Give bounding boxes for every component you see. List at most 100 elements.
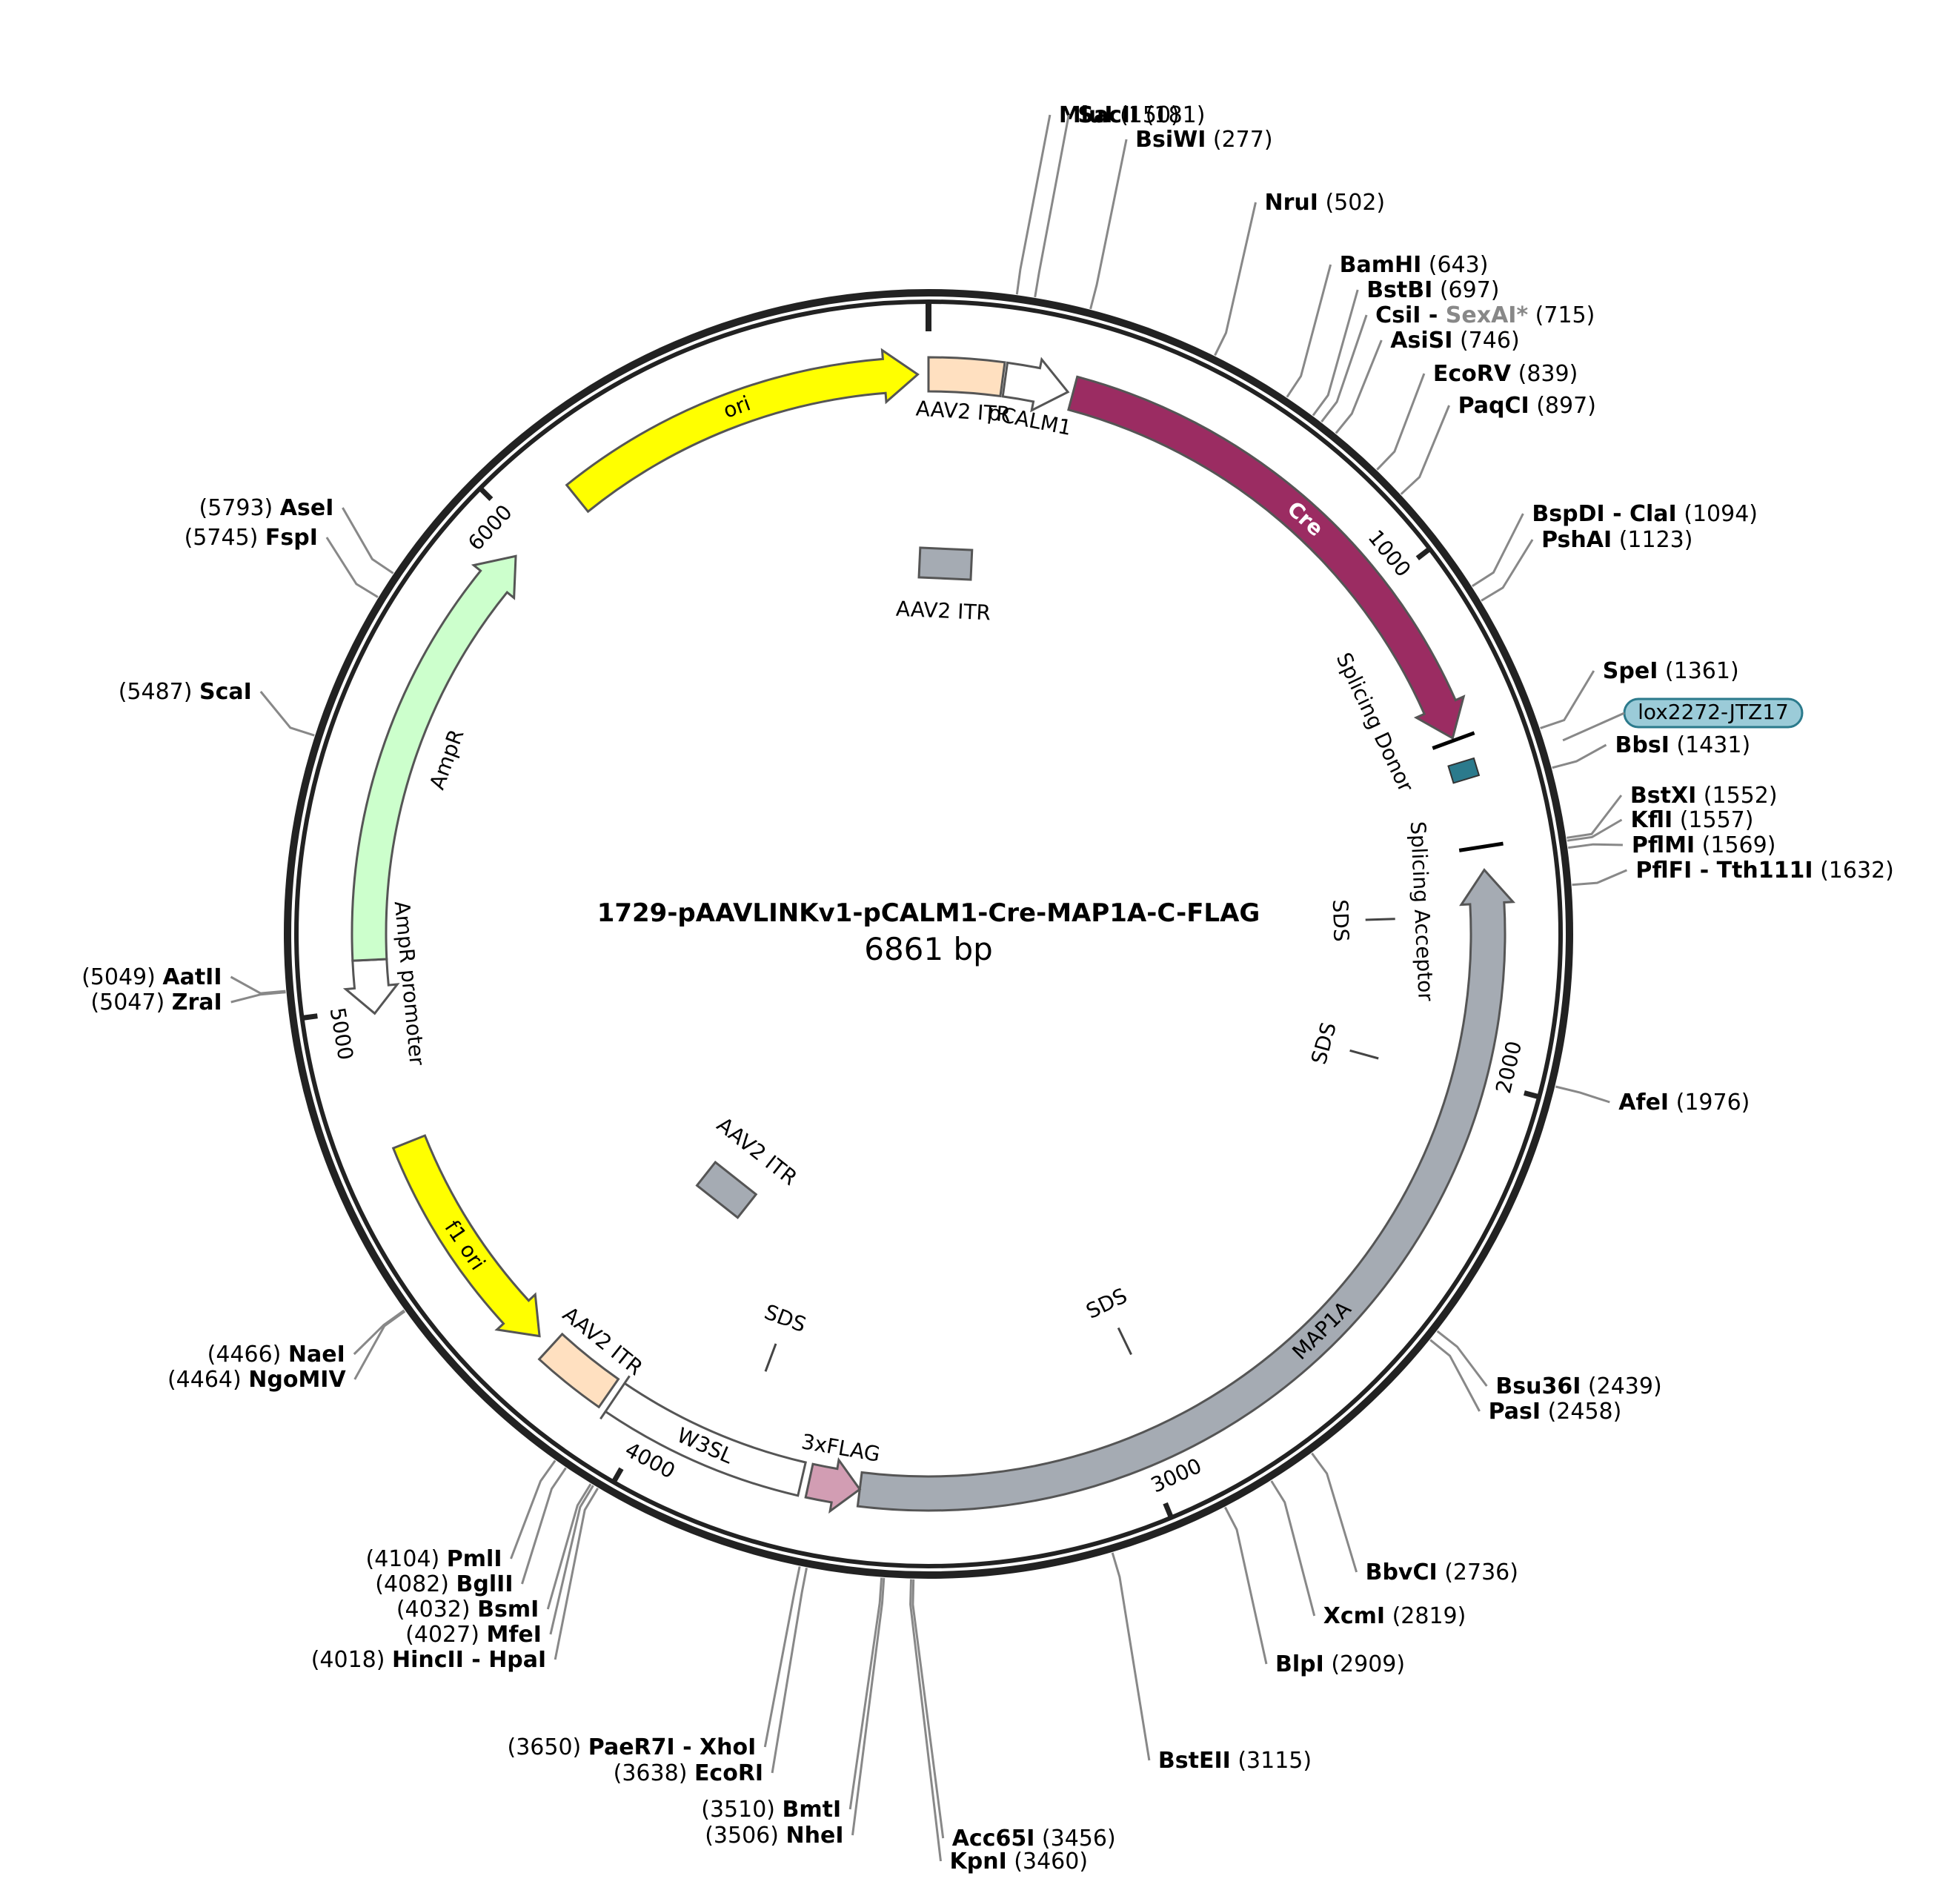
tick-label-5000: 5000: [325, 1006, 359, 1062]
site-leader-right-20: [1429, 1339, 1481, 1412]
site-label-right-1: SacII (181): [1077, 102, 1205, 128]
site-coord: (3460): [1007, 1849, 1088, 1875]
feature-w3sl: [599, 1375, 808, 1497]
site-coord: (4104): [366, 1546, 447, 1572]
site-coord: (839): [1511, 361, 1578, 387]
site-label-right-20: PasI (2458): [1489, 1399, 1622, 1425]
site-name: KpnI: [950, 1849, 1007, 1875]
site-leader-right-9: [1400, 405, 1450, 495]
feature-pcalm1: [1001, 357, 1070, 413]
site-coord: (4027): [405, 1622, 486, 1648]
plasmid-name: 1729-pAAVLINKv1-pCALM1-Cre-MAP1A-C-FLAG: [597, 898, 1260, 928]
site-name: AfeI: [1618, 1090, 1669, 1116]
site-leader-left-13: [259, 691, 315, 737]
backbone-circle: [284, 289, 1573, 1579]
feature-flag: [804, 1456, 862, 1514]
site-name: NgoMIV: [248, 1367, 346, 1393]
site-name: BbsI: [1615, 732, 1670, 758]
site-leader-right-24: [1111, 1552, 1151, 1761]
site-label-right-25: Acc65I (3456): [952, 1826, 1116, 1852]
site-label-left-9: (4464) NgoMIV: [167, 1367, 347, 1393]
site-leader-left-6: [546, 1483, 592, 1610]
site-coord: (502): [1318, 190, 1385, 216]
site-name: SacII: [1077, 102, 1138, 128]
site-coord: (181): [1138, 102, 1205, 128]
plasmid-length: 6861 bp: [864, 931, 993, 967]
splice-mark-0: [1432, 731, 1475, 750]
site-label-left-8: (4104) PmlI: [366, 1546, 502, 1572]
site-name: ScaI: [199, 679, 252, 705]
site-coord: (1557): [1672, 807, 1753, 833]
tick-label-6000: 6000: [463, 500, 517, 556]
backbone-outer: [284, 289, 1573, 1579]
site-alt-name: SexAI*: [1446, 302, 1529, 328]
site-label-right-4: BamHI (643): [1340, 252, 1489, 278]
site-label-right-14: BstXI (1552): [1630, 783, 1778, 809]
site-leader-right-17: [1572, 869, 1627, 886]
site-coord: (1976): [1669, 1090, 1750, 1116]
site-leader-right-3: [1214, 202, 1257, 357]
site-label-right-23: BlpI (2909): [1275, 1651, 1405, 1677]
site-label-right-26: KpnI (3460): [950, 1849, 1089, 1875]
site-name: ZraI: [172, 990, 222, 1015]
site-leader-right-26: [909, 1579, 942, 1862]
site-leader-right-19: [1436, 1330, 1488, 1387]
site-sep: -: [1421, 302, 1445, 328]
site-name: BsiWI: [1135, 127, 1206, 153]
site-name: FspI: [265, 525, 318, 551]
feature-f1-ori: [391, 1134, 541, 1338]
feature-label-ampr-promoter: AmpR promoter: [390, 900, 430, 1067]
site-label-right-10: BspDI - ClaI (1094): [1532, 501, 1758, 527]
site-leader-right-6: [1320, 314, 1368, 423]
lox-leader: [1562, 712, 1625, 742]
site-name: PflMI: [1632, 832, 1695, 858]
site-name: KflI: [1631, 807, 1673, 833]
site-leader-left-3: [763, 1566, 801, 1748]
site-name: AseI: [280, 495, 334, 521]
site-name: XcmI: [1323, 1603, 1385, 1629]
site-coord: (1094): [1677, 501, 1758, 527]
site-leader-right-18: [1555, 1085, 1610, 1104]
site-label-right-3: NruI (502): [1265, 190, 1386, 216]
site-coord: (1123): [1612, 527, 1692, 553]
site-name: CsiI: [1375, 302, 1421, 328]
site-coord: (5745): [185, 525, 265, 551]
site-name: PasI: [1489, 1399, 1541, 1425]
site-label-left-7: (4082) BglII: [375, 1571, 513, 1597]
tick-1000: [1415, 546, 1432, 560]
site-label-right-7: AsiSI (746): [1390, 328, 1519, 354]
site-name: BstEII: [1158, 1748, 1231, 1774]
site-leader-left-8: [510, 1459, 557, 1559]
site-name: HincII - HpaI: [392, 1647, 546, 1673]
site-label-left-12: (5049) AatII: [82, 964, 222, 990]
tick-6000: [478, 486, 494, 501]
site-leader-left-5: [549, 1485, 594, 1635]
site-leader-left-15: [342, 507, 394, 574]
site-label-left-14: (5745) FspI: [185, 525, 318, 551]
site-leader-right-25: [911, 1579, 945, 1839]
splice-label-1: Splicing Acceptor: [1406, 821, 1438, 1002]
site-coord: (715): [1528, 302, 1595, 328]
site-label-right-13: BbsI (1431): [1615, 732, 1751, 758]
site-leader-right-22: [1270, 1480, 1316, 1617]
site-leader-right-10: [1471, 513, 1524, 588]
sds-mark-0: [1365, 918, 1395, 921]
site-coord: (3456): [1034, 1826, 1115, 1852]
site-leader-left-2: [771, 1568, 808, 1774]
site-name: NheI: [786, 1823, 844, 1849]
site-name: PflFI - Tth111I: [1635, 858, 1813, 884]
site-leader-right-4: [1286, 264, 1332, 398]
site-label-right-16: PflMI (1569): [1632, 832, 1776, 858]
site-name: BmtI: [783, 1797, 842, 1823]
site-name: BspDI - ClaI: [1532, 501, 1676, 527]
tick-5000: [302, 1013, 318, 1021]
site-coord: (746): [1452, 328, 1519, 354]
site-leader-right-2: [1089, 139, 1128, 310]
site-label-right-12: SpeI (1361): [1603, 658, 1739, 684]
feature-ori: [565, 348, 920, 514]
site-label-left-0: (3506) NheI: [705, 1823, 843, 1849]
site-label-right-5: BstBI (697): [1366, 277, 1499, 303]
feature-map1a: [856, 868, 1516, 1512]
site-coord: (897): [1529, 393, 1596, 419]
